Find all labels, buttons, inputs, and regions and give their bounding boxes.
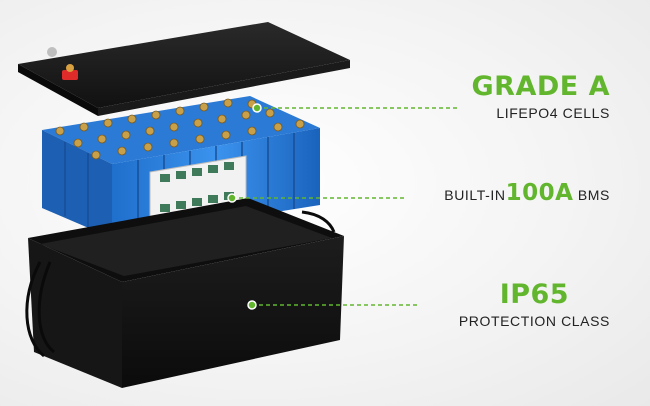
bms-prefix: BUILT-IN [444, 187, 506, 203]
grade-marker-dot [252, 103, 262, 113]
grade-callout: GRADE A LIFEPO4 CELLS [472, 72, 611, 122]
protection-subtitle: PROTECTION CLASS [458, 313, 610, 329]
handle-rope [25, 261, 45, 358]
negative-terminal-icon [47, 47, 57, 57]
bms-callout: BUILT-IN100A BMS [444, 180, 610, 206]
battery-lid [18, 22, 350, 116]
bms-marker-dot [227, 193, 237, 203]
battery-case [25, 198, 344, 388]
bms-suffix: BMS [577, 187, 610, 203]
callout-leaders [227, 103, 460, 310]
protection-marker-dot [247, 300, 257, 310]
positive-terminal-icon [62, 70, 78, 80]
bms-value: 100A [505, 180, 574, 206]
grade-subtitle: LIFEPO4 CELLS [496, 105, 610, 121]
protection-title: IP65 [499, 279, 570, 310]
grade-title: GRADE A [471, 71, 610, 102]
protection-callout: IP65 PROTECTION CLASS [459, 280, 610, 330]
